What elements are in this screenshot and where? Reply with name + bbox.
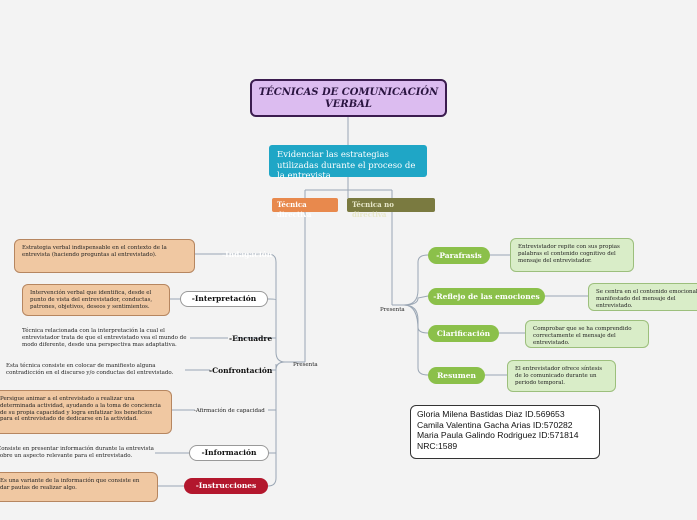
desc-confrontacion: Esta técnica consiste en colocar de mani… <box>6 363 174 376</box>
branch-tecnica-directiva[interactable]: Técnica directiva <box>272 198 338 219</box>
node-encuadre[interactable]: -Encuadre <box>229 334 273 343</box>
desc-parafrasis: Entrevistador repite con sus propias pal… <box>510 238 634 272</box>
node-resumen[interactable]: Resumen <box>428 367 485 384</box>
connector-label-presenta-right: Presenta <box>380 307 405 313</box>
node-parafrasis[interactable]: -Parafrasis <box>428 247 490 264</box>
branch-tecnica-no-directiva[interactable]: Técnica no directiva <box>347 198 435 219</box>
desc-encuadre: Técnica relacionada con la interpretació… <box>22 328 187 348</box>
credit-line: Maria Paula Galindo Rodriguez ID:571814 <box>417 430 579 440</box>
desc-afirmacion-capacidad: Persigue animar a el entrevistado a real… <box>0 390 172 434</box>
node-clarificacion[interactable]: Clarificación <box>428 325 499 342</box>
node-interpretacion[interactable]: -Interpretación <box>180 291 268 307</box>
desc-resumen: El entrevistador ofrece síntesis de lo c… <box>507 360 616 392</box>
node-indagacion[interactable]: -Indagación <box>222 250 273 259</box>
desc-instrucciones: Es una variante de la información que co… <box>0 472 158 502</box>
desc-interpretacion: Intervención verbal que identifica, desd… <box>22 284 170 316</box>
map-title: TÉCNICAS DE COMUNICACIÓN VERBAL <box>258 87 439 110</box>
node-informacion[interactable]: -Información <box>189 445 269 461</box>
node-confrontacion[interactable]: -Confrontación <box>209 366 273 375</box>
connector-label-presenta-left: Presenta <box>293 362 318 368</box>
node-instrucciones[interactable]: -Instrucciones <box>184 478 268 494</box>
title-box[interactable]: TÉCNICAS DE COMUNICACIÓN VERBAL <box>250 79 447 117</box>
credits-box[interactable]: Gloria Milena Bastidas Diaz ID.569653 Ca… <box>410 405 600 459</box>
node-afirmacion-capacidad[interactable]: -Afirmación de capacidad <box>194 408 265 414</box>
desc-clarificacion: Comprobar que se ha comprendido correcta… <box>525 320 649 348</box>
credit-line: NRC:1589 <box>417 440 458 451</box>
subtitle-box[interactable]: Evidenciar las estrategias utilizadas du… <box>269 145 427 181</box>
credit-line: Gloria Milena Bastidas Diaz ID.569653 <box>417 409 565 419</box>
node-reflejo-emociones[interactable]: -Reflejo de las emociones <box>428 288 545 305</box>
desc-informacion: Consiste en presentar información durant… <box>0 446 154 459</box>
credit-line: Camila Valentina Gacha Arias ID:570282 <box>417 419 573 430</box>
desc-reflejo-emociones: Se centra en el contenido emocional mani… <box>588 283 697 311</box>
map-subtitle: Evidenciar las estrategias utilizadas du… <box>277 150 416 181</box>
desc-indagacion: Estrategia verbal indispensable en el co… <box>14 239 195 273</box>
